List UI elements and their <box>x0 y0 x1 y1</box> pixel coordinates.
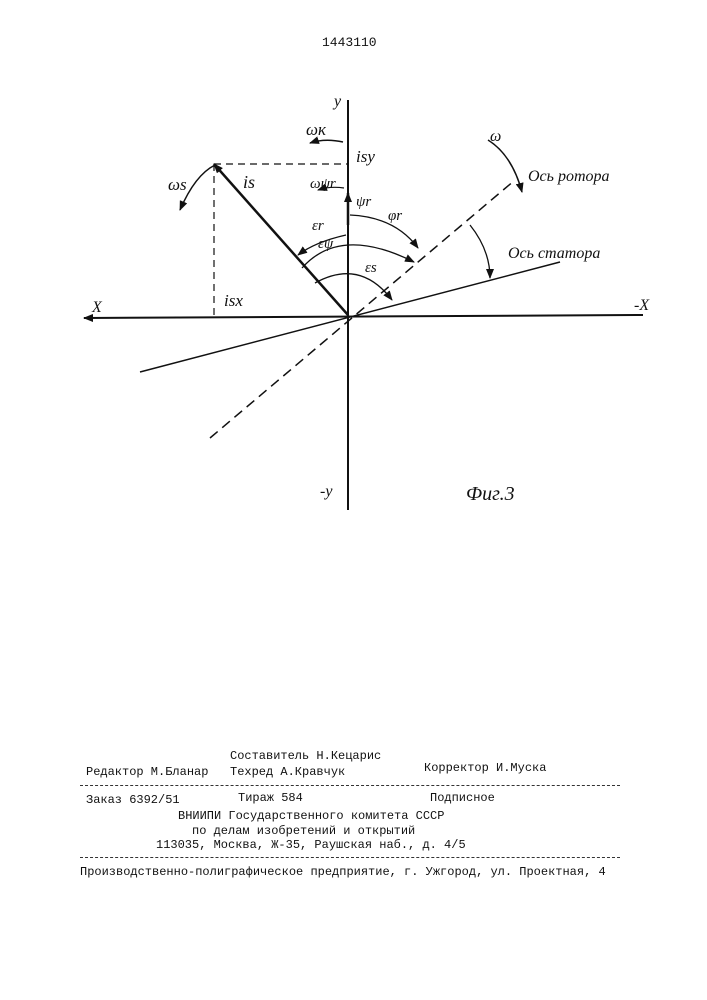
compiler: Составитель Н.Кецарис <box>230 749 381 763</box>
phi-r-arc <box>350 215 418 248</box>
label-omega-s: ωs <box>168 175 187 194</box>
label-isx: isx <box>224 291 243 310</box>
editor: Редактор М.Бланар <box>86 765 208 779</box>
label-eps-r: εr <box>312 218 324 234</box>
label-eps-psi: εψ <box>318 236 334 252</box>
org-line-2: по делам изобретений и открытий <box>192 824 415 838</box>
label-omega: ω <box>490 128 501 145</box>
eps-s-arc <box>315 274 392 300</box>
divider-2 <box>80 857 620 858</box>
label-x: X <box>91 299 103 316</box>
org-line-1: ВНИИПИ Государственного комитета СССР <box>178 809 444 823</box>
subscription: Подписное <box>430 791 495 805</box>
order: Заказ 6392/51 <box>86 793 180 807</box>
label-omega-k: ωк <box>306 120 327 139</box>
label-is: is <box>243 172 255 192</box>
label-neg-y: -y <box>320 483 333 500</box>
address: 113035, Москва, Ж-35, Раушская наб., д. … <box>156 838 466 852</box>
label-y: y <box>332 93 342 110</box>
label-psi-r: ψr <box>356 194 371 210</box>
figure-caption: Фиг.3 <box>466 483 515 505</box>
label-stator-axis: Ось статора <box>508 245 600 262</box>
label-isy: isy <box>356 147 375 166</box>
label-rotor-axis: Ось ротора <box>528 168 610 185</box>
label-neg-x: -X <box>634 297 650 314</box>
vector-diagram: y -y X -X Ось ротора Ось статора ω ωк ωs… <box>0 0 707 560</box>
omega-arc <box>488 140 522 192</box>
omega-k-arc <box>310 140 343 143</box>
rotor-axis-line <box>210 180 515 438</box>
label-eps-s: εs <box>365 260 377 276</box>
divider-1 <box>80 785 620 786</box>
techred: Техред А.Кравчук <box>230 765 345 779</box>
rotor-stator-angle-arc <box>470 225 490 278</box>
x-axis <box>84 315 643 318</box>
circulation: Тираж 584 <box>238 791 303 805</box>
printer: Производственно-полиграфическое предприя… <box>80 865 606 879</box>
label-phi-r: φr <box>388 208 402 224</box>
corrector: Корректор И.Муска <box>424 761 546 775</box>
label-omega-psi: ωψr <box>310 176 336 192</box>
